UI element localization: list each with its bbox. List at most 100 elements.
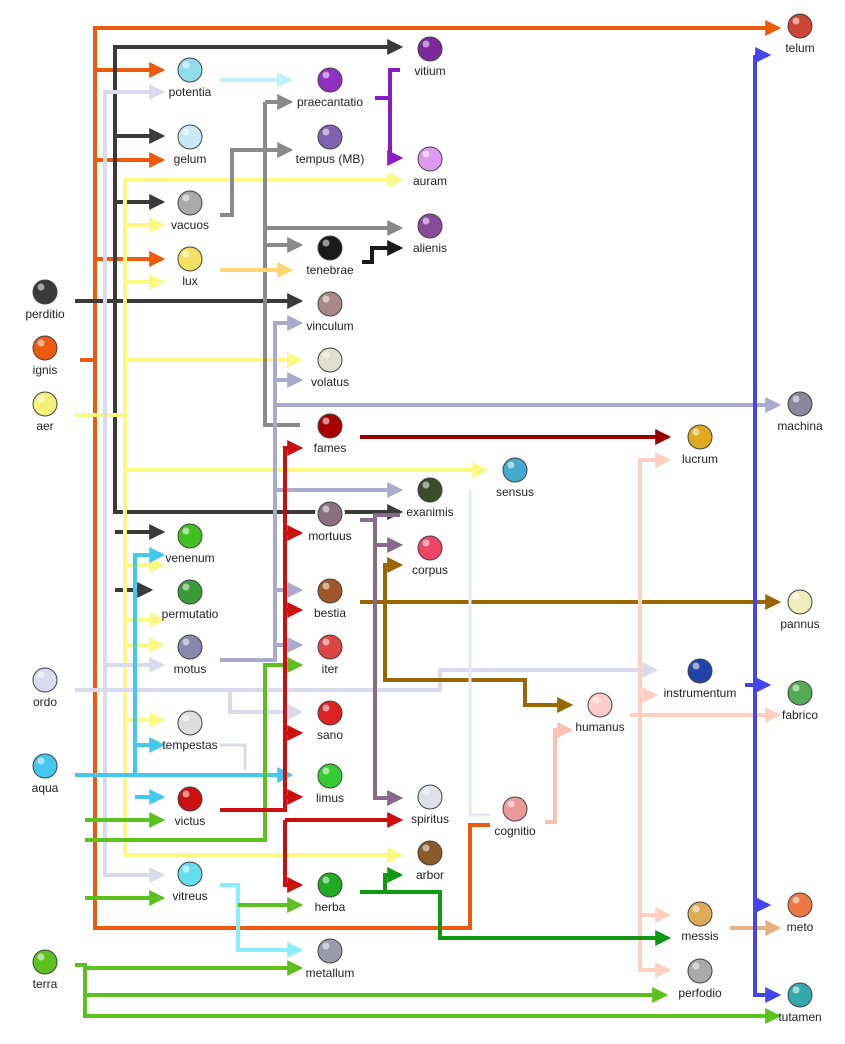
edge-victus-fames <box>220 440 304 812</box>
messis-icon <box>685 899 715 929</box>
aspect-node-metallum: metallum <box>306 936 355 980</box>
aspect-node-tenebrae: tenebrae <box>306 233 354 277</box>
aspect-label-victus: victus <box>175 814 206 828</box>
aspect-label-vitreus: vitreus <box>172 889 207 903</box>
aspect-label-metallum: metallum <box>306 966 355 980</box>
perfodio-icon <box>685 956 715 986</box>
aspect-label-fabrico: fabrico <box>782 708 818 722</box>
perditio-icon <box>30 277 60 307</box>
bestia-icon <box>315 576 345 606</box>
edge-cognitio-humanus <box>545 722 574 824</box>
aspect-label-tempus: tempus (MB) <box>296 152 365 166</box>
aqua-icon <box>30 751 60 781</box>
aspect-node-arbor: arbor <box>415 838 445 882</box>
aspect-node-fames: fames <box>314 411 346 455</box>
aspect-label-pannus: pannus <box>780 617 819 631</box>
aspect-node-sano: sano <box>315 698 345 742</box>
aspect-node-lux: lux <box>175 244 205 288</box>
edge-vacuos-tempus <box>220 142 294 217</box>
edge-praecantatio-vitium-b <box>387 98 404 166</box>
aspect-node-terra: terra <box>30 947 60 991</box>
vitreus-icon <box>175 859 205 889</box>
exanimis-icon <box>415 475 445 505</box>
aspect-label-exanimis: exanimis <box>406 505 453 519</box>
aspect-node-lucrum: lucrum <box>682 422 718 466</box>
edge-mortuus-spiritus <box>360 518 404 806</box>
aspect-node-pannus: pannus <box>780 587 820 631</box>
edge-perditio-vitium <box>113 39 404 301</box>
aspect-label-motus: motus <box>174 662 207 676</box>
edge-humanus-perfodio <box>638 915 672 978</box>
aspect-label-terra: terra <box>33 977 58 991</box>
aspect-label-aqua: aqua <box>32 781 59 795</box>
sensus-icon <box>500 455 530 485</box>
meto-icon <box>785 890 815 920</box>
potentia-icon <box>175 55 205 85</box>
praecantatio-icon <box>315 65 345 95</box>
connection-lines <box>75 20 782 1024</box>
aspect-label-messis: messis <box>681 929 718 943</box>
aspect-node-vinculum: vinculum <box>306 289 354 333</box>
aer-icon <box>30 389 60 419</box>
edge-terra-tutamen <box>75 963 782 1024</box>
aspect-label-limus: limus <box>316 791 344 805</box>
aspect-node-instrumentum: instrumentum <box>664 656 736 700</box>
aspect-node-perfodio: perfodio <box>678 956 722 1000</box>
aspect-label-perfodio: perfodio <box>678 986 722 1000</box>
edge-instrumentum-tutamen <box>753 55 782 1003</box>
aspect-node-ignis: ignis <box>30 333 60 377</box>
aspect-node-vitium: vitium <box>414 34 446 78</box>
aspect-node-aer: aer <box>30 389 60 433</box>
aspect-label-arbor: arbor <box>416 868 444 882</box>
venenum-icon <box>175 521 205 551</box>
permutatio-icon <box>175 577 205 607</box>
aspect-node-auram: auram <box>413 144 447 188</box>
edge-aer-auram <box>75 172 404 417</box>
tenebrae-icon <box>315 233 345 263</box>
spiritus-icon <box>415 782 445 812</box>
edge-bestia-corpus <box>383 557 404 602</box>
aspect-label-machina: machina <box>777 419 823 433</box>
aspect-node-iter: iter <box>315 632 345 676</box>
aspect-label-vinculum: vinculum <box>306 319 353 333</box>
herba-icon <box>315 870 345 900</box>
terra-icon <box>30 947 60 977</box>
edge-ignis-cognitio <box>93 360 490 930</box>
aspect-node-herba: herba <box>315 870 346 914</box>
fames-icon <box>315 411 345 441</box>
aspect-label-vitium: vitium <box>414 64 445 78</box>
aspect-node-telum: telum <box>785 11 815 55</box>
edge-herba-arbor <box>360 867 404 894</box>
iter-icon <box>315 632 345 662</box>
aspect-node-humanus: humanus <box>575 690 625 734</box>
aspect-node-permutatio: permutatio <box>162 577 219 621</box>
aspect-node-victus: victus <box>175 784 206 828</box>
machina-icon <box>785 389 815 419</box>
gelum-icon <box>175 122 205 152</box>
aspect-label-potentia: potentia <box>169 85 212 99</box>
aspect-label-cognitio: cognitio <box>494 824 536 838</box>
telum-icon <box>785 11 815 41</box>
aspect-label-telum: telum <box>785 41 814 55</box>
aspect-node-potentia: potentia <box>169 55 212 99</box>
aspect-label-vacuos: vacuos <box>171 218 209 232</box>
ordo-icon <box>30 665 60 695</box>
edge-praecantatio-vitium <box>375 68 400 100</box>
aspect-node-messis: messis <box>681 899 719 943</box>
edge-mortuus-exanimis <box>373 513 400 520</box>
edge-victus-herba <box>283 820 304 893</box>
aspect-node-sensus: sensus <box>496 455 534 499</box>
humanus-icon <box>585 690 615 720</box>
aspect-node-alienis: alienis <box>413 211 447 255</box>
aspect-label-mortuus: mortuus <box>308 529 351 543</box>
edge-aqua-venenum <box>133 547 166 775</box>
aspect-label-spiritus: spiritus <box>411 812 449 826</box>
edge-humanus-lucrum <box>630 452 672 717</box>
edge-herba-messis <box>385 890 672 946</box>
aspect-label-meto: meto <box>787 920 814 934</box>
aspect-node-meto: meto <box>785 890 815 934</box>
aspect-node-venenum: venenum <box>165 521 215 565</box>
lucrum-icon <box>685 422 715 452</box>
edge-tenebrae-alienis <box>362 240 404 264</box>
